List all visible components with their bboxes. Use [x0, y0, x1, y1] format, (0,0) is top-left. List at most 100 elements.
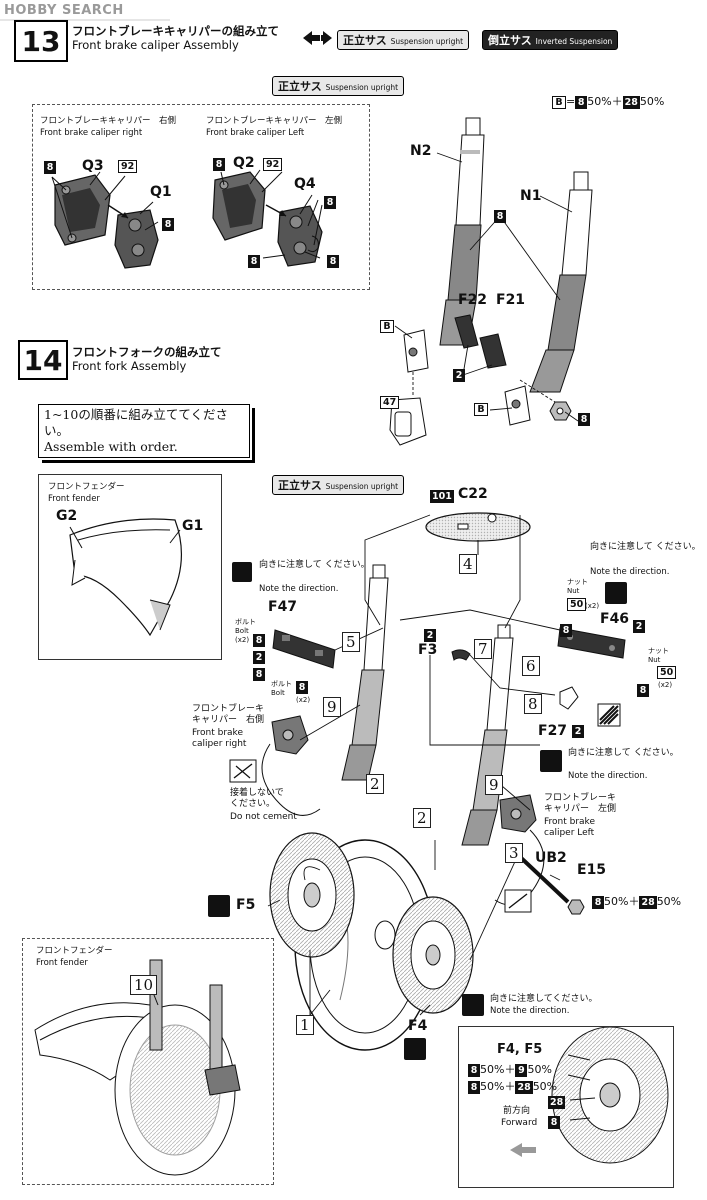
caliper-left-title-en: Front brake caliper Left [206, 128, 305, 138]
bolt-ja: ボルト [271, 680, 292, 688]
fender-top-ja: フロントフェンダー [48, 482, 125, 492]
qty-x2: (x2) [658, 681, 673, 689]
part-c22-label: C22 [458, 486, 488, 502]
paint-28: 28 [548, 1096, 566, 1109]
part-f5-label: F5 [236, 897, 256, 913]
paint-number: 9 [515, 1064, 528, 1077]
paint-101: 101 [430, 490, 454, 503]
part-f3-drawing [451, 649, 471, 661]
paint-92: 92 [263, 158, 283, 171]
part-f27-drawing [559, 686, 579, 710]
mix-text: 50% [639, 95, 665, 108]
paint-2: 2 [633, 620, 645, 633]
paint-letter-b: B [552, 96, 566, 109]
paint-8: 8 [248, 255, 260, 268]
part-f21-label: F21 [496, 292, 526, 308]
mix-text: 50% [527, 1063, 552, 1076]
paint-2: 2 [424, 629, 436, 642]
order-10: 10 [130, 975, 158, 995]
fender-bottom-ja: フロントフェンダー [36, 946, 113, 956]
part-f22-label: F22 [458, 292, 488, 308]
part-f4-label: F4 [408, 1018, 428, 1034]
brush-icon [540, 750, 562, 772]
order-9: 9 [323, 697, 341, 717]
tab-upright-en: Suspension upright [390, 37, 464, 46]
paint-8: 8 [327, 255, 339, 268]
brake-disc-f5-drawing [269, 832, 355, 958]
tab-upright[interactable]: 正立サス Suspension upright [337, 30, 470, 50]
step-13-title-en: Front brake caliper Assembly [72, 38, 239, 52]
swap-arrows-icon [303, 31, 332, 45]
step-14-title-ja: フロントフォークの組み立て [72, 345, 222, 359]
brush-icon [605, 582, 627, 604]
paint-8: 8 [578, 413, 590, 426]
paint-8: 8 [494, 210, 506, 223]
part-g2-label: G2 [56, 508, 78, 524]
axle-ub2-drawing [516, 853, 570, 904]
caliper-right-title-ja: フロントブレーキキャリパー 右側 [40, 116, 177, 126]
nut-e15-drawing [567, 899, 585, 915]
disc-detail-title: F4, F5 [497, 1042, 543, 1057]
nut-en: Nut [648, 656, 661, 664]
paint-92: 92 [118, 160, 138, 173]
paint-2: 2 [453, 369, 465, 382]
paint-number: 28 [515, 1081, 533, 1094]
fender-panel-top [38, 474, 222, 660]
tab-inverted[interactable]: 倒立サス Inverted Suspension [482, 30, 619, 50]
mix-text: 50%＋ [480, 1063, 516, 1076]
paint-number: 28 [639, 896, 657, 909]
disc-detail-panel [458, 1026, 674, 1188]
front-fender-top-drawing [69, 518, 182, 637]
part-f3-label: F3 [418, 642, 438, 658]
step-14-number: 14 [18, 340, 68, 380]
section-tag-en: Suspension upright [325, 482, 399, 491]
section-tag-en: Suspension upright [325, 83, 399, 92]
part-ub2-label: UB2 [535, 850, 567, 866]
fender-panel-bottom [22, 938, 274, 1185]
nut-ja: ナット [567, 578, 588, 586]
order-2: 2 [366, 774, 384, 794]
qty-x2: (x2) [235, 636, 250, 644]
paint-number: 8 [592, 896, 604, 909]
caliper-panel [32, 104, 370, 290]
qty-x2: (x2) [585, 602, 600, 610]
order-9: 9 [485, 775, 503, 795]
mix-text: 50% [656, 895, 682, 908]
fender-mount-f21-drawing [479, 333, 507, 369]
mix-eq: = [566, 95, 576, 108]
order-3: 3 [505, 843, 523, 863]
brush-icon [462, 994, 484, 1016]
paint-8: 8 [637, 684, 649, 697]
paint-8: 8 [253, 668, 265, 681]
note-direction-en-left: Note the direction. [259, 584, 339, 594]
forward-label-en: Forward [501, 1118, 538, 1128]
note-direction-ja-right: 向きに注意して ください。 [590, 542, 701, 552]
paint-8: 8 [548, 1116, 560, 1129]
paint-8: 8 [44, 161, 56, 174]
no-cement-ja: 接着しないで ください。 [230, 788, 284, 809]
paint-8: 8 [162, 218, 174, 231]
fork-n2-drawing [403, 117, 485, 373]
paint-number: 8 [468, 1081, 480, 1094]
part-g1-label: G1 [182, 518, 204, 534]
section-tag-upright-1: 正立サス Suspension upright [272, 76, 405, 96]
forward-label-ja: 前方向 [503, 1106, 531, 1116]
section-tag-upright-2: 正立サス Suspension upright [272, 475, 405, 495]
caliper-left-title-ja: フロントブレーキキャリパー 左側 [206, 116, 343, 126]
step-13-title-ja: フロントブレーキキャリパーの組み立て [72, 24, 279, 38]
paint-2: 2 [572, 725, 584, 738]
tab-inverted-en: Inverted Suspension [535, 37, 613, 46]
part-q2-label: Q2 [233, 155, 255, 171]
disc-note-ja: 向きに注意してください。 [490, 994, 598, 1004]
caliper-left-label-en: Front brake caliper Left [544, 817, 595, 838]
brake-disc-f4-drawing [392, 896, 474, 1014]
order-7: 7 [474, 639, 492, 659]
order-6: 6 [522, 656, 540, 676]
brush-icon [208, 895, 230, 917]
nut-drawing [549, 401, 572, 421]
part-f46-label: F46 [600, 611, 630, 627]
